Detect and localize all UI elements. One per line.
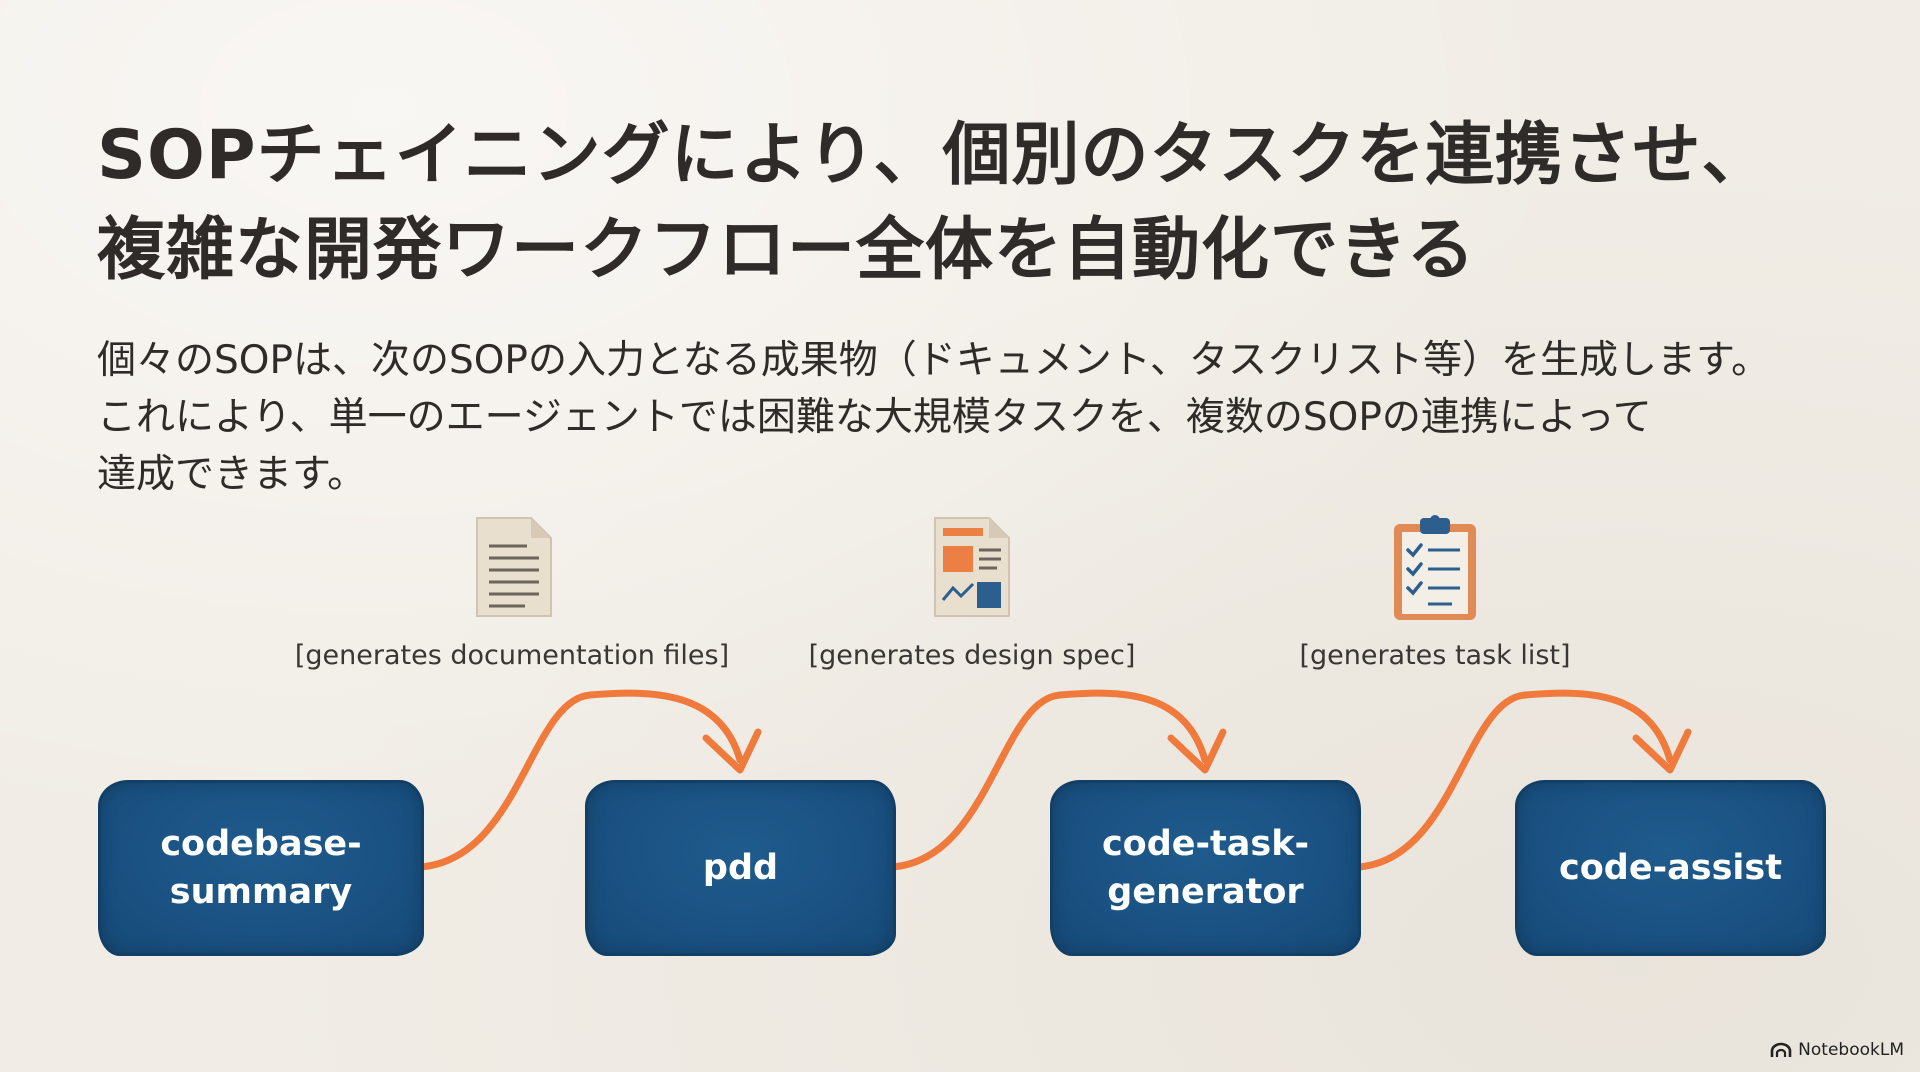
- title-line-2: 複雑な開発ワークフロー全体を自動化できる: [97, 211, 1476, 290]
- flow-arrow-3-head: [1632, 728, 1692, 774]
- node-code-assist: code-assist: [1515, 780, 1826, 956]
- notebooklm-logo-icon: [1770, 1042, 1792, 1057]
- artifact-caption: [generates documentation files]: [294, 640, 730, 671]
- page-title: SOPチェイニングにより、個別のタスクを連携させ、 複雑な開発ワークフロー全体を…: [97, 108, 1857, 298]
- artifact-task-list: [generates task list]: [1215, 512, 1655, 671]
- node-codebase-summary: codebase- summary: [98, 780, 424, 956]
- flow-arrow-1: [416, 689, 744, 871]
- design-spec-icon: [934, 517, 1010, 617]
- title-line-1: SOPチェイニングにより、個別のタスクを連携させ、: [97, 116, 1771, 195]
- description-line-3: 達成できます。: [97, 452, 367, 497]
- description-line-2: これにより、単一のエージェントでは困難な大規模タスクを、複数のSOPの連携によっ…: [97, 395, 1652, 440]
- document-icon: [476, 517, 552, 617]
- flow-arrow-2: [888, 689, 1209, 871]
- node-label: codebase- summary: [160, 824, 362, 912]
- node-label: code-task- generator: [1101, 824, 1310, 912]
- clipboard-checklist-icon: [1394, 515, 1476, 620]
- node-label: code-assist: [1559, 848, 1782, 888]
- brand-watermark: NotebookLM: [1770, 1040, 1904, 1060]
- artifact-documentation: [generates documentation files]: [292, 512, 732, 671]
- flow-arrow-3: [1354, 689, 1674, 871]
- flow-arrow-1-head: [702, 728, 762, 774]
- artifact-caption: [generates design spec]: [808, 640, 1136, 671]
- description: 個々のSOPは、次のSOPの入力となる成果物（ドキュメント、タスクリスト等）を生…: [97, 332, 1897, 503]
- brand-name: NotebookLM: [1798, 1040, 1904, 1060]
- node-label: pdd: [702, 848, 779, 888]
- node-code-task-generator: code-task- generator: [1050, 780, 1361, 956]
- artifact-caption: [generates task list]: [1299, 640, 1571, 671]
- artifact-design-spec: [generates design spec]: [752, 512, 1192, 671]
- node-pdd: pdd: [585, 780, 896, 956]
- description-line-1: 個々のSOPは、次のSOPの入力となる成果物（ドキュメント、タスクリスト等）を生…: [97, 338, 1771, 383]
- flow-arrow-2-head: [1167, 728, 1227, 774]
